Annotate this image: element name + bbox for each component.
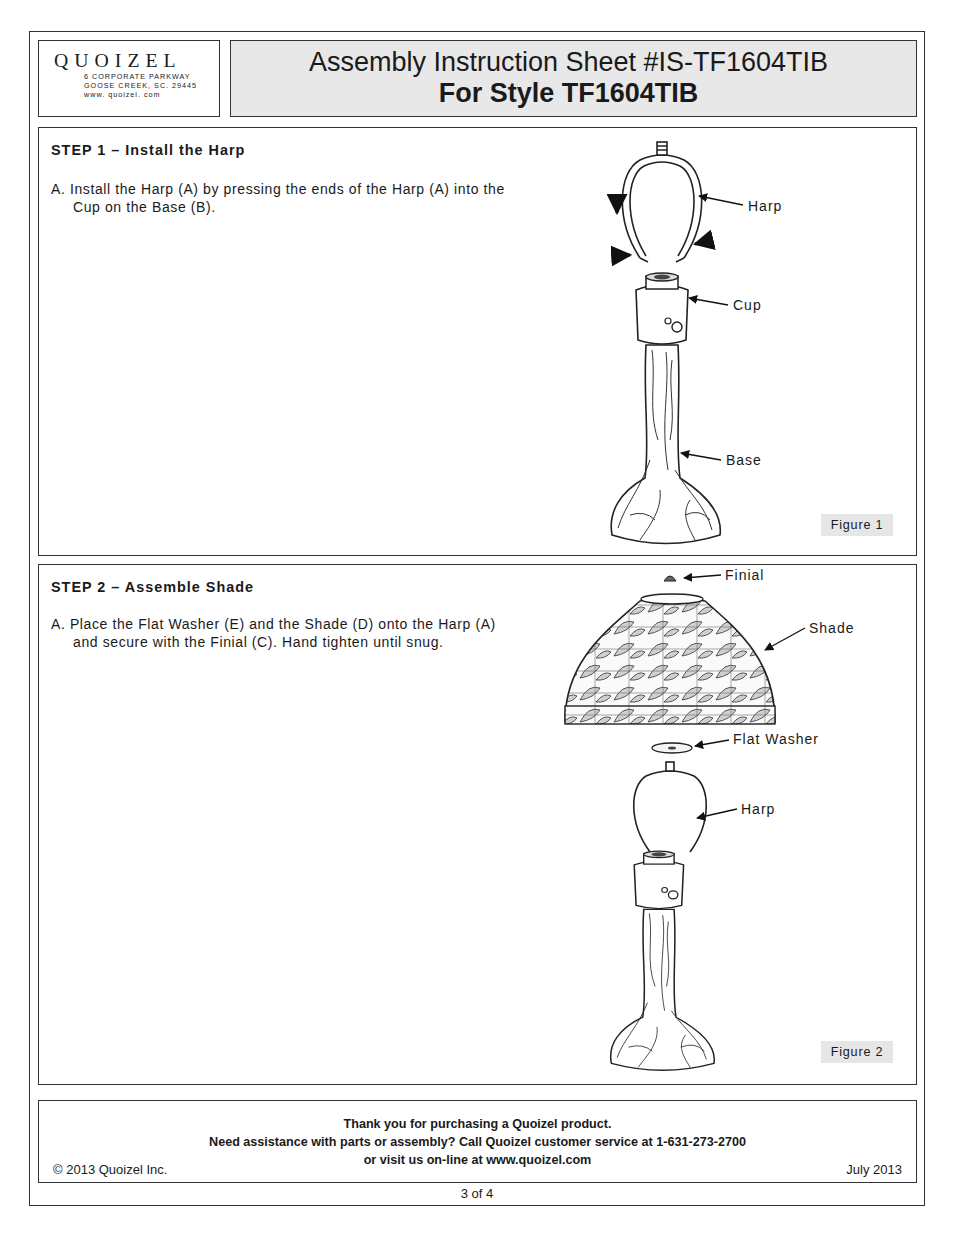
date: July 2013 bbox=[846, 1162, 902, 1178]
step-panel: STEP 2 – Assemble Shade A. Place the Flat… bbox=[38, 564, 917, 1085]
part-label: Flat Washer bbox=[733, 731, 819, 747]
support-note: Need assistance with parts or assembly? … bbox=[39, 1133, 916, 1151]
figure-caption: Figure 2 bbox=[821, 1044, 893, 1060]
brand-name: QUOIZEL bbox=[54, 48, 219, 72]
thank-you-note: Thank you for purchasing a Quoizel produ… bbox=[39, 1115, 916, 1133]
figure-caption: Figure 1 bbox=[821, 517, 893, 533]
logo-box: QUOIZEL6 CORPORATE PARKWAYGOOSE CREEK, S… bbox=[38, 40, 220, 117]
step-heading: STEP 2 – Assemble Shade bbox=[51, 577, 916, 597]
part-label: Finial bbox=[725, 567, 764, 583]
style-title: For Style TF1604TIB bbox=[231, 78, 906, 109]
part-label: Cup bbox=[733, 297, 762, 313]
part-label: Shade bbox=[809, 620, 854, 636]
title-box: Assembly Instruction Sheet #IS-TF1604TIB… bbox=[230, 40, 917, 117]
address-line: 6 CORPORATE PARKWAY bbox=[84, 72, 219, 81]
footer-box: Thank you for purchasing a Quoizel produ… bbox=[38, 1100, 917, 1183]
sheet-title: Assembly Instruction Sheet #IS-TF1604TIB bbox=[231, 47, 906, 78]
part-label: Harp bbox=[741, 801, 775, 817]
web-address: www. quoizel. com bbox=[84, 90, 219, 99]
part-label: Harp bbox=[748, 198, 782, 214]
figure-tag: Figure 1 bbox=[821, 514, 893, 536]
step-heading: STEP 1 – Install the Harp bbox=[51, 140, 916, 160]
page-number: 3 of 4 bbox=[461, 1186, 494, 1201]
address-line: GOOSE CREEK, SC. 29445 bbox=[84, 81, 219, 90]
part-label: Base bbox=[726, 452, 762, 468]
step-instruction: A. Place the Flat Washer (E) and the Sha… bbox=[51, 615, 513, 651]
step-panel: STEP 1 – Install the Harp A. Install the … bbox=[38, 127, 917, 556]
copyright: © 2013 Quoizel Inc. bbox=[53, 1162, 167, 1178]
figure-tag: Figure 2 bbox=[821, 1041, 893, 1063]
step-instruction: A. Install the Harp (A) by pressing the … bbox=[51, 180, 528, 216]
support-note: or visit us on-line at www.quoizel.com bbox=[39, 1151, 916, 1169]
